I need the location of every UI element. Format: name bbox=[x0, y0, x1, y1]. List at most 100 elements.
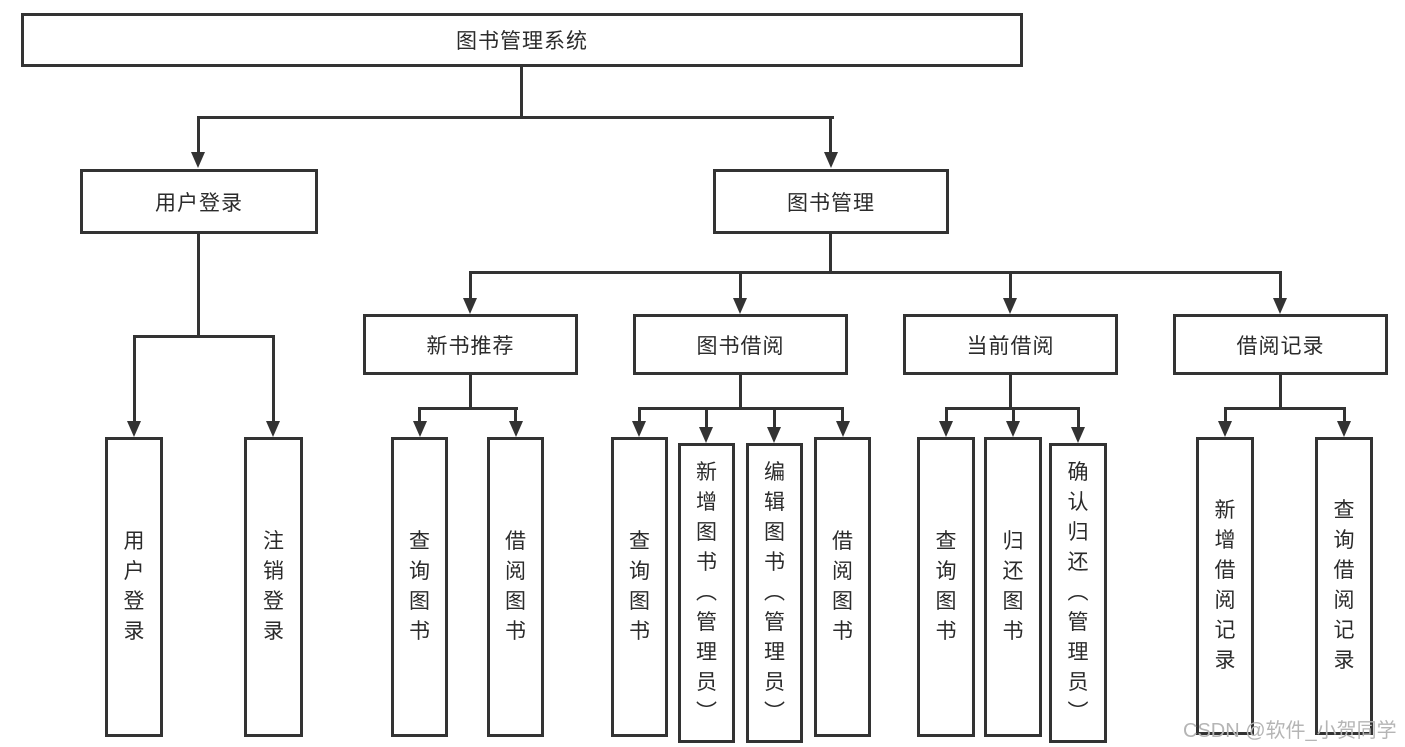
vertical-label-char: 查 bbox=[1333, 499, 1355, 522]
connector-stem-current-borrowing bbox=[1009, 271, 1012, 300]
vertical-label-char: 理 bbox=[696, 641, 717, 664]
vertical-label-char: 阅 bbox=[832, 560, 853, 583]
connector-stem-br-add bbox=[1224, 407, 1227, 423]
vertical-label-char: 借 bbox=[832, 530, 853, 553]
connector-bookmgmt-horizontal bbox=[469, 271, 1282, 274]
node-user-login-label: 用户登录 bbox=[155, 191, 243, 215]
node-bb-edit-books-admin: 编辑图书︵管理员︶ bbox=[746, 443, 803, 743]
vertical-label-char: 图 bbox=[409, 590, 430, 613]
node-current-borrowing: 当前借阅 bbox=[903, 314, 1118, 375]
vertical-label-char: 借 bbox=[1333, 559, 1355, 582]
connector-userlogin-horizontal bbox=[133, 335, 275, 338]
connector-stem-bb-edit bbox=[773, 407, 776, 429]
vertical-label-char: 员 bbox=[764, 671, 785, 694]
arrowhead-icon bbox=[699, 427, 713, 443]
connector-stem-book-management bbox=[829, 116, 832, 154]
vertical-label-char: 辑 bbox=[764, 491, 785, 514]
connector-stem-nbr-borrow bbox=[514, 407, 517, 423]
vertical-label-char: 图 bbox=[505, 590, 526, 613]
connector-root-vertical bbox=[520, 67, 523, 118]
arrowhead-icon bbox=[127, 421, 141, 437]
connector-newbook-vertical bbox=[469, 374, 472, 409]
vertical-label-char: 录 bbox=[1214, 649, 1236, 672]
connector-stem-user-login bbox=[197, 116, 200, 154]
node-new-book-recommendation-label: 新书推荐 bbox=[426, 334, 515, 358]
node-br-add-record: 新增借阅记录 bbox=[1196, 437, 1254, 735]
vertical-label-char: 书 bbox=[935, 620, 957, 643]
vertical-label-char: 录 bbox=[123, 620, 145, 643]
vertical-label-char: 销 bbox=[263, 560, 284, 583]
node-library-management-system: 图书管理系统 bbox=[21, 13, 1023, 67]
vertical-label-char: 借 bbox=[1214, 559, 1236, 582]
vertical-label-char: 录 bbox=[263, 620, 284, 643]
vertical-label-char: 登 bbox=[123, 590, 145, 613]
vertical-label-char: 增 bbox=[696, 491, 717, 514]
vertical-label-char: 书 bbox=[696, 551, 717, 574]
connector-stem-book-borrowing bbox=[739, 271, 742, 300]
csdn-watermark: CSDN @软件_小贺同学 bbox=[1183, 720, 1397, 742]
vertical-label-char: ︵ bbox=[1067, 581, 1089, 604]
node-borrowing-records-label: 借阅记录 bbox=[1236, 334, 1325, 358]
arrowhead-icon bbox=[733, 298, 747, 314]
connector-stem-nbr-query bbox=[418, 407, 421, 423]
vertical-label-char: 图 bbox=[629, 590, 650, 613]
vertical-label-char: 员 bbox=[1067, 671, 1089, 694]
connector-bookmgmt-vertical bbox=[829, 234, 832, 273]
vertical-label-char: 户 bbox=[123, 560, 145, 583]
connector-stem-cb-confirm bbox=[1077, 407, 1080, 429]
vertical-label-char: 增 bbox=[1214, 529, 1236, 552]
vertical-label-char: 新 bbox=[696, 461, 717, 484]
vertical-label-char: 图 bbox=[764, 521, 785, 544]
vertical-label-char: ︵ bbox=[696, 581, 717, 604]
vertical-label-char: 查 bbox=[409, 530, 430, 553]
arrowhead-icon bbox=[1071, 427, 1085, 443]
node-user-login-action: 用户登录 bbox=[105, 437, 163, 737]
vertical-label-char: 阅 bbox=[1333, 589, 1355, 612]
connector-stem-new-book bbox=[469, 271, 472, 300]
node-book-management-label: 图书管理 bbox=[787, 191, 875, 215]
arrowhead-icon bbox=[266, 421, 280, 437]
arrowhead-icon bbox=[836, 421, 850, 437]
vertical-label-char: 管 bbox=[764, 611, 785, 634]
node-logout: 注销登录 bbox=[244, 437, 303, 737]
vertical-label-char: 录 bbox=[1333, 649, 1355, 672]
arrowhead-icon bbox=[632, 421, 646, 437]
vertical-label-char: 认 bbox=[1067, 491, 1089, 514]
node-nbr-borrow-books: 借阅图书 bbox=[487, 437, 544, 737]
node-bb-query-books: 查询图书 bbox=[611, 437, 668, 737]
connector-stem-cb-return bbox=[1012, 407, 1015, 423]
connector-stem-br-query bbox=[1343, 407, 1346, 423]
vertical-label-char: 还 bbox=[1067, 551, 1089, 574]
vertical-label-char: 图 bbox=[696, 521, 717, 544]
vertical-label-char: 书 bbox=[505, 620, 526, 643]
vertical-label-char: 注 bbox=[263, 530, 284, 553]
connector-records-horizontal bbox=[1224, 407, 1346, 410]
node-nbr-query-books: 查询图书 bbox=[391, 437, 448, 737]
vertical-label-char: 图 bbox=[1002, 590, 1024, 613]
vertical-label-char: 用 bbox=[123, 530, 145, 553]
vertical-label-char: 新 bbox=[1214, 499, 1236, 522]
arrowhead-icon bbox=[939, 421, 953, 437]
vertical-label-char: 管 bbox=[1067, 611, 1089, 634]
node-library-management-system-label: 图书管理系统 bbox=[456, 30, 588, 53]
vertical-label-char: 还 bbox=[1002, 560, 1024, 583]
arrowhead-icon bbox=[767, 427, 781, 443]
vertical-label-char: 管 bbox=[696, 611, 717, 634]
connector-root-horizontal bbox=[197, 116, 834, 119]
node-cb-query-books: 查询图书 bbox=[917, 437, 975, 737]
connector-stem-bb-add bbox=[705, 407, 708, 429]
arrowhead-icon bbox=[1006, 421, 1020, 437]
arrowhead-icon bbox=[413, 421, 427, 437]
arrowhead-icon bbox=[1337, 421, 1351, 437]
vertical-label-char: 询 bbox=[935, 560, 957, 583]
arrowhead-icon bbox=[463, 298, 477, 314]
connector-stem-login bbox=[133, 335, 136, 423]
vertical-label-char: 登 bbox=[263, 590, 284, 613]
arrowhead-icon bbox=[824, 152, 838, 168]
node-new-book-recommendation: 新书推荐 bbox=[363, 314, 578, 375]
vertical-label-char: 阅 bbox=[505, 560, 526, 583]
connector-borrowing-vertical bbox=[739, 374, 742, 409]
node-cb-confirm-return-admin: 确认归还︵管理员︶ bbox=[1049, 443, 1107, 743]
connector-borrowing-horizontal bbox=[638, 407, 844, 410]
node-current-borrowing-label: 当前借阅 bbox=[966, 334, 1055, 358]
